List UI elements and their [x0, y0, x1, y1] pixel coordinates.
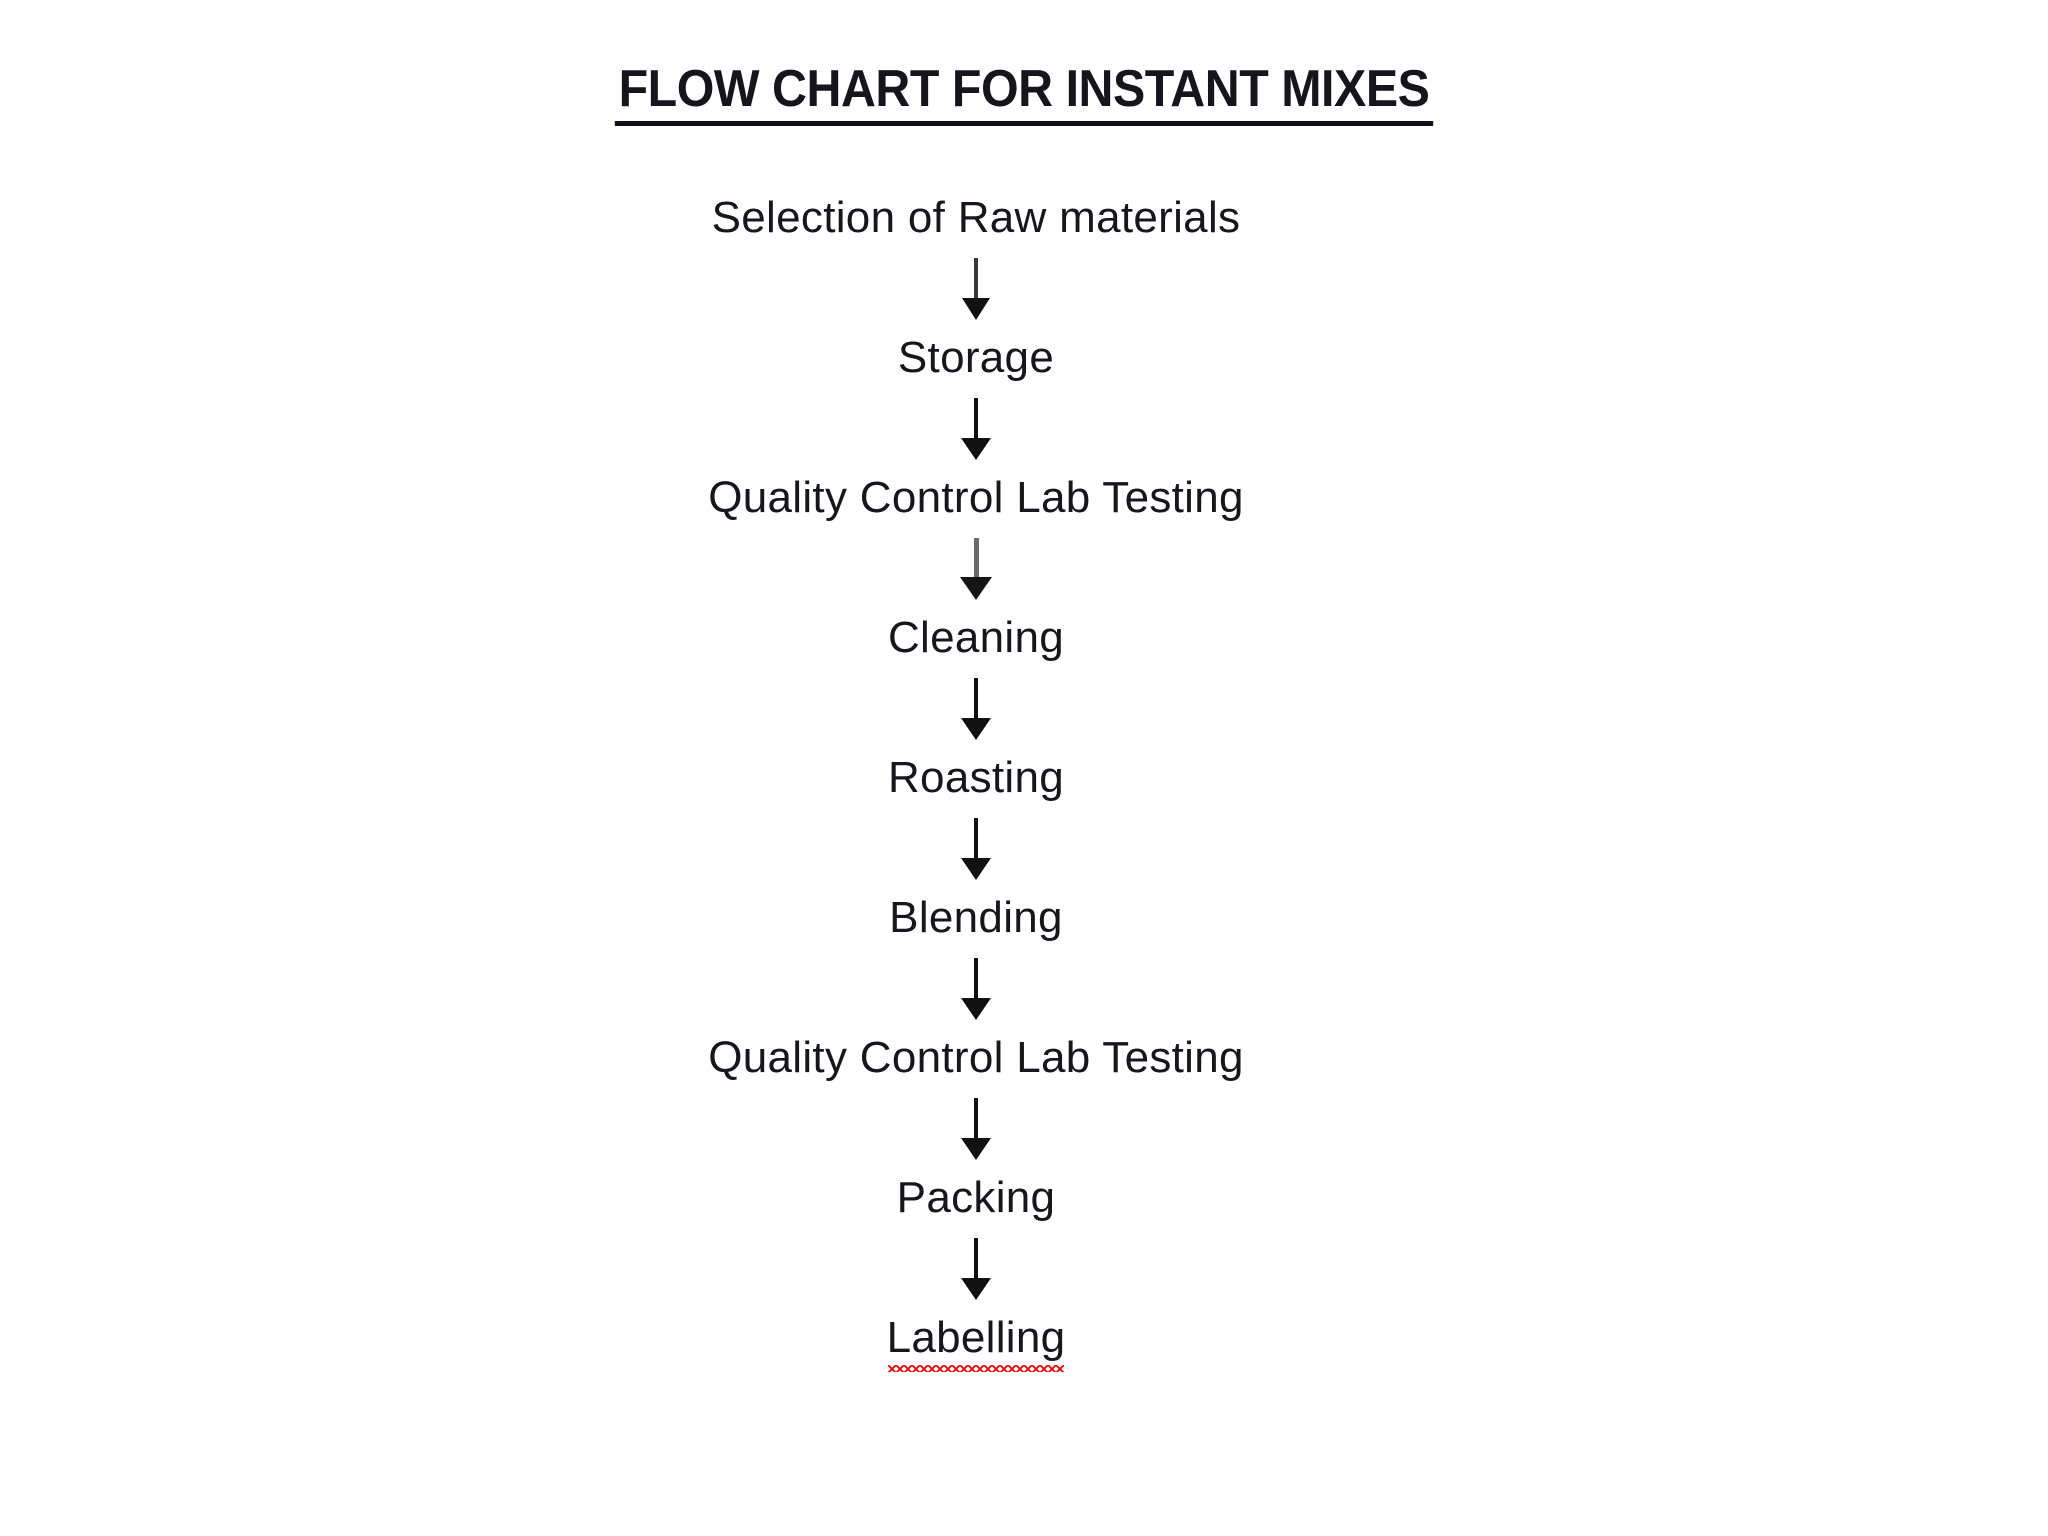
- flow-node-row: Roasting: [0, 756, 2048, 800]
- flow-node-cleaning: Cleaning: [887, 613, 1065, 662]
- flow-edge-row: [0, 678, 2048, 742]
- flow-node-row: Storage: [0, 336, 2048, 380]
- flow-edge-row: [0, 258, 2048, 322]
- arrow-down-icon: [956, 1238, 996, 1302]
- arrow-down-icon: [956, 538, 996, 602]
- spacer: [0, 240, 2048, 258]
- flow-node-row: Cleaning: [0, 616, 2048, 660]
- flow-node-quality-control-lab-testing-1: Quality Control Lab Testing: [708, 473, 1244, 522]
- spacer: [0, 1080, 2048, 1098]
- arrow-down-icon: [956, 1098, 996, 1162]
- page-title: FLOW CHART FOR INSTANT MIXES: [72, 62, 1977, 126]
- flow-node-quality-control-lab-testing-2: Quality Control Lab Testing: [708, 1033, 1244, 1082]
- flowchart-body: Selection of Raw materials Storage: [0, 196, 2048, 1372]
- flow-edge-row: [0, 398, 2048, 462]
- arrow-down-icon: [956, 818, 996, 882]
- arrow-down-icon: [956, 678, 996, 742]
- flow-node-packing: Packing: [896, 1173, 1056, 1222]
- spacer: [0, 380, 2048, 398]
- spacer: [0, 520, 2048, 538]
- flow-node-row: Selection of Raw materials: [0, 196, 2048, 240]
- flow-node-roasting: Roasting: [887, 753, 1065, 802]
- flow-node-row: Packing: [0, 1176, 2048, 1220]
- flow-edge-row: [0, 1238, 2048, 1302]
- flow-node-labelling: Labelling: [886, 1313, 1066, 1372]
- flow-node-blending: Blending: [889, 893, 1063, 942]
- flow-node-row: Quality Control Lab Testing: [0, 1036, 2048, 1080]
- page-title-text: FLOW CHART FOR INSTANT MIXES: [614, 62, 1434, 126]
- flow-edge-row: [0, 538, 2048, 602]
- flow-node-row: Quality Control Lab Testing: [0, 476, 2048, 520]
- arrow-down-icon: [956, 258, 996, 322]
- arrow-down-icon: [956, 958, 996, 1022]
- spacer: [0, 800, 2048, 818]
- flow-node-selection-of-raw-materials: Selection of Raw materials: [711, 193, 1241, 242]
- flow-node-row: Labelling: [0, 1313, 2048, 1372]
- spacer: [0, 660, 2048, 678]
- flow-edge-row: [0, 818, 2048, 882]
- arrow-down-icon: [956, 398, 996, 462]
- flow-node-storage: Storage: [897, 333, 1055, 382]
- spacer: [0, 1220, 2048, 1238]
- flow-edge-row: [0, 1098, 2048, 1162]
- flow-node-row: Blending: [0, 896, 2048, 940]
- spacer: [0, 940, 2048, 958]
- flow-edge-row: [0, 958, 2048, 1022]
